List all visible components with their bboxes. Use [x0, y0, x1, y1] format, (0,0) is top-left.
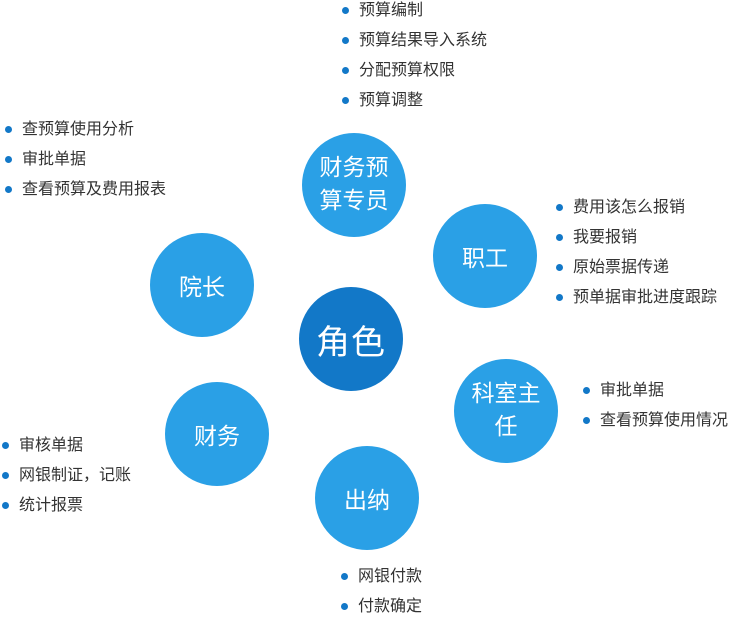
- staff-task-list: 费用该怎么报销 我要报销 原始票据传递 预单据审批进度跟踪: [556, 197, 717, 317]
- department-head-label-line1: 科室主: [471, 381, 541, 407]
- role-budget-specialist-node: 财务预 算专员: [302, 133, 406, 237]
- finance-label: 财务: [194, 424, 240, 450]
- budget-specialist-label-line2: 算专员: [319, 188, 389, 214]
- role-cashier-node: 出纳: [315, 446, 419, 550]
- finance-task-list: 审核单据 网银制证，记账 统计报票: [2, 435, 131, 525]
- list-item: 预单据审批进度跟踪: [556, 287, 717, 317]
- list-item: 审核单据: [2, 435, 131, 465]
- dean-label: 院长: [179, 275, 225, 301]
- list-item: 查预算使用分析: [5, 119, 166, 149]
- list-item: 分配预算权限: [342, 60, 487, 90]
- cashier-label: 出纳: [344, 488, 390, 514]
- list-item: 统计报票: [2, 495, 131, 525]
- role-department-head-node: 科室主 任: [454, 359, 558, 463]
- cashier-task-list: 网银付款 付款确定: [341, 566, 422, 626]
- list-item: 查看预算及费用报表: [5, 179, 166, 209]
- list-item: 预算结果导入系统: [342, 30, 487, 60]
- list-item: 我要报销: [556, 227, 717, 257]
- role-finance-node: 财务: [165, 382, 269, 486]
- list-item: 预算调整: [342, 90, 487, 120]
- staff-label: 职工: [462, 246, 508, 272]
- dean-task-list: 查预算使用分析 审批单据 查看预算及费用报表: [5, 119, 166, 209]
- role-staff-node: 职工: [433, 204, 537, 308]
- list-item: 网银付款: [341, 566, 422, 596]
- center-label: 角色: [316, 322, 386, 363]
- department-head-task-list: 审批单据 查看预算使用情况: [583, 380, 728, 440]
- role-center-node: 角色: [299, 287, 403, 391]
- list-item: 审批单据: [5, 149, 166, 179]
- list-item: 费用该怎么报销: [556, 197, 717, 227]
- list-item: 查看预算使用情况: [583, 410, 728, 440]
- budget-specialist-task-list: 预算编制 预算结果导入系统 分配预算权限 预算调整: [342, 0, 487, 120]
- list-item: 原始票据传递: [556, 257, 717, 287]
- list-item: 付款确定: [341, 596, 422, 626]
- department-head-label-line2: 任: [494, 414, 518, 440]
- role-dean-node: 院长: [150, 233, 254, 337]
- list-item: 审批单据: [583, 380, 728, 410]
- list-item: 网银制证，记账: [2, 465, 131, 495]
- budget-specialist-label-line1: 财务预: [319, 155, 389, 181]
- list-item: 预算编制: [342, 0, 487, 30]
